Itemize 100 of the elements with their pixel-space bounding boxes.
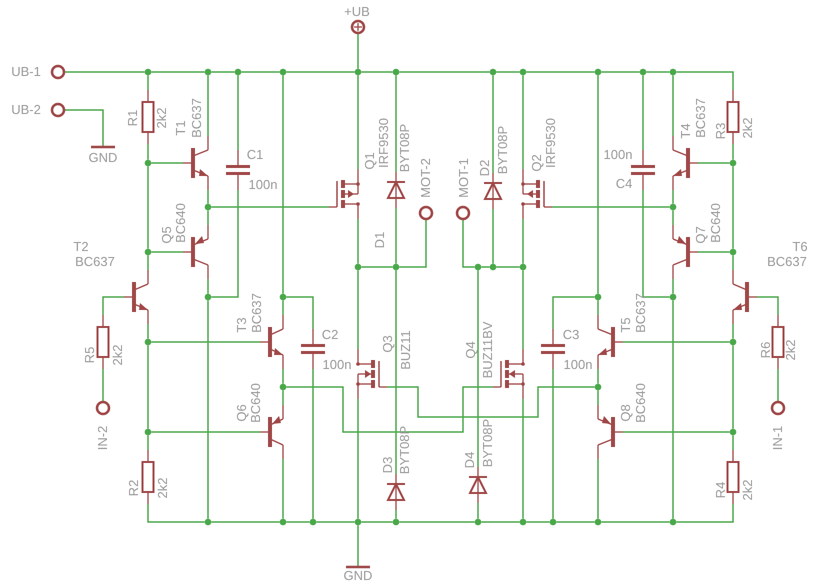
wire bbox=[732, 144, 734, 160]
junction-dot bbox=[520, 264, 526, 270]
wire bbox=[477, 270, 479, 467]
junction-dot bbox=[474, 264, 482, 270]
part-value: BYT08P bbox=[496, 126, 510, 174]
junction-dot bbox=[234, 68, 242, 76]
npn-transistor-symbol bbox=[260, 315, 284, 369]
part-value: BC640 bbox=[174, 203, 188, 243]
junction-dot bbox=[670, 68, 676, 76]
wire bbox=[286, 521, 310, 523]
part-value: 2k2 bbox=[156, 478, 170, 498]
wire bbox=[597, 369, 599, 384]
wire bbox=[361, 521, 393, 523]
wire bbox=[732, 166, 734, 249]
part-designator: C2 bbox=[322, 328, 338, 342]
junction-dot bbox=[594, 384, 602, 390]
wire bbox=[642, 75, 644, 150]
wire bbox=[777, 369, 779, 402]
part-value: 2k2 bbox=[741, 118, 755, 138]
wire bbox=[597, 300, 599, 315]
part-designator: R4 bbox=[714, 482, 728, 498]
wire bbox=[207, 300, 209, 519]
part-designator: Q6 bbox=[235, 404, 249, 422]
wire bbox=[211, 71, 235, 73]
wire bbox=[357, 219, 359, 264]
wire bbox=[361, 266, 393, 268]
npn-transistor-symbol bbox=[597, 315, 623, 369]
part-value: 100n bbox=[322, 358, 352, 372]
part-value: BC640 bbox=[709, 203, 723, 243]
wire bbox=[732, 324, 734, 339]
wire bbox=[672, 190, 674, 204]
wire bbox=[672, 279, 674, 294]
part-designator: Q4 bbox=[464, 341, 478, 359]
wire bbox=[601, 521, 670, 523]
wire bbox=[147, 345, 149, 429]
wire bbox=[361, 71, 393, 73]
ground-symbol bbox=[346, 566, 370, 568]
junction-dot bbox=[640, 68, 646, 76]
part-designator: D4 bbox=[463, 452, 477, 468]
junction-dot bbox=[204, 294, 212, 300]
wire bbox=[211, 521, 280, 523]
terminal-label: UB-2 bbox=[11, 103, 41, 117]
junction-dot bbox=[144, 160, 152, 166]
junction-dot bbox=[354, 68, 362, 76]
wire bbox=[151, 162, 183, 164]
part-designator: T3 bbox=[235, 317, 249, 333]
terminal-label: MOT-2 bbox=[419, 158, 433, 198]
wire bbox=[492, 75, 494, 173]
terminal-label: UB-1 bbox=[11, 65, 41, 79]
part-designator: C3 bbox=[562, 328, 580, 342]
part-designator: T6 bbox=[792, 240, 808, 254]
junction-dot bbox=[670, 294, 676, 300]
junction-dot bbox=[280, 294, 286, 300]
wire bbox=[597, 390, 599, 405]
part-designator: T5 bbox=[619, 317, 633, 333]
part-value: 2k2 bbox=[741, 480, 755, 500]
wire bbox=[556, 521, 595, 523]
terminal-symbol bbox=[456, 206, 470, 220]
pnp-transistor-symbol bbox=[672, 225, 698, 279]
wire bbox=[672, 300, 674, 519]
terminal-symbol bbox=[50, 64, 66, 80]
wire bbox=[496, 266, 520, 268]
wire bbox=[286, 386, 493, 433]
wire bbox=[481, 521, 520, 523]
junction-dot bbox=[490, 264, 496, 270]
wire bbox=[147, 255, 149, 270]
junction-dot bbox=[280, 518, 286, 526]
terminal-label: GND bbox=[344, 569, 372, 583]
wire bbox=[552, 296, 595, 329]
wire bbox=[395, 270, 397, 474]
junction-dot bbox=[392, 68, 400, 76]
part-value: BUZ11BV bbox=[481, 322, 495, 378]
wire bbox=[732, 345, 734, 429]
part-value: BC637 bbox=[767, 255, 807, 269]
junction-dot bbox=[730, 428, 736, 436]
wire bbox=[623, 341, 730, 343]
capacitor-symbol bbox=[631, 150, 655, 190]
part-designator: R6 bbox=[759, 342, 773, 358]
wire bbox=[597, 459, 599, 519]
part-value: 2k2 bbox=[111, 344, 125, 366]
wire bbox=[282, 459, 284, 519]
pnp-transistor-symbol bbox=[597, 405, 623, 459]
junction-dot bbox=[520, 518, 526, 526]
wire bbox=[237, 75, 239, 150]
capacitor-symbol bbox=[541, 329, 565, 369]
wire bbox=[147, 324, 149, 339]
junction-dot bbox=[144, 68, 152, 76]
terminal-symbol bbox=[770, 400, 786, 416]
wire bbox=[147, 504, 205, 523]
npn-transistor-symbol bbox=[183, 136, 209, 190]
part-designator: Q5 bbox=[160, 226, 174, 244]
npn-transistor-symbol bbox=[124, 270, 149, 324]
wire bbox=[399, 521, 475, 523]
part-value: BYT08P bbox=[398, 124, 412, 172]
ground-symbol bbox=[91, 146, 115, 148]
wire bbox=[207, 210, 209, 225]
part-value: IRF9530 bbox=[544, 118, 558, 168]
diode-symbol bbox=[386, 172, 406, 208]
wire bbox=[286, 71, 355, 73]
npn-transistor-symbol bbox=[732, 270, 757, 324]
